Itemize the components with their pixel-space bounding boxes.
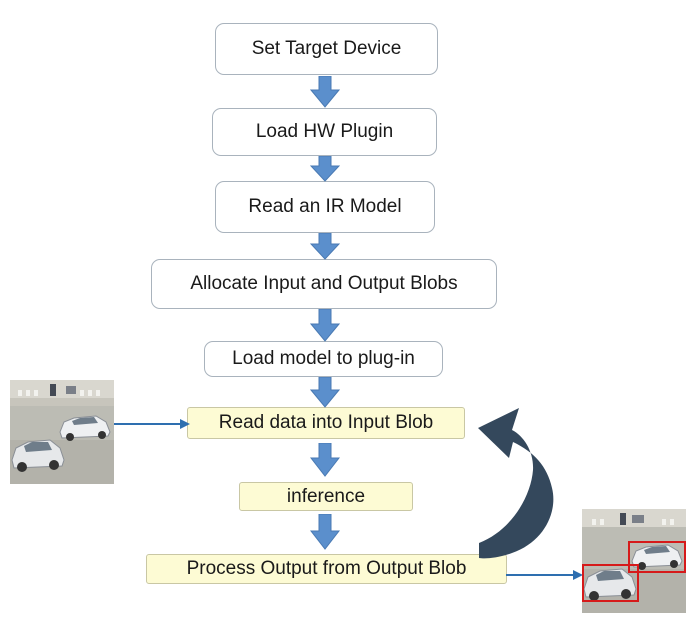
step-label: Set Target Device bbox=[251, 38, 402, 59]
step-label: Load HW Plugin bbox=[255, 121, 394, 142]
flow-arrow-down-icon bbox=[310, 309, 340, 342]
step-label: Read an IR Model bbox=[248, 196, 402, 217]
flow-arrow-down-icon bbox=[310, 443, 340, 477]
step-read-data-input-blob: Read data into Input Blob bbox=[187, 407, 465, 439]
flow-arrow-down-icon bbox=[310, 514, 340, 550]
step-load-hw-plugin: Load HW Plugin bbox=[212, 108, 437, 156]
step-process-output: Process Output from Output Blob bbox=[146, 554, 507, 584]
flow-arrow-down-icon bbox=[310, 233, 340, 260]
flow-arrow-down-icon bbox=[310, 156, 340, 182]
step-label: Process Output from Output Blob bbox=[186, 558, 467, 579]
output-connector-arrow-icon bbox=[506, 570, 583, 580]
step-set-target-device: Set Target Device bbox=[215, 23, 438, 75]
step-read-ir-model: Read an IR Model bbox=[215, 181, 435, 233]
input-traffic-image bbox=[10, 380, 114, 484]
step-load-model-to-plugin: Load model to plug-in bbox=[204, 341, 443, 377]
step-label: Read data into Input Blob bbox=[218, 412, 434, 433]
step-allocate-blobs: Allocate Input and Output Blobs bbox=[151, 259, 497, 309]
step-label: Allocate Input and Output Blobs bbox=[190, 273, 458, 294]
step-label: Load model to plug-in bbox=[232, 348, 415, 369]
step-label: inference bbox=[286, 485, 366, 507]
loop-back-arrow-icon bbox=[478, 408, 554, 559]
output-traffic-image bbox=[582, 509, 686, 613]
step-inference: inference bbox=[239, 482, 413, 511]
flow-arrow-down-icon bbox=[310, 76, 340, 108]
input-connector-arrow-icon bbox=[112, 419, 190, 429]
flow-arrow-down-icon bbox=[310, 377, 340, 408]
